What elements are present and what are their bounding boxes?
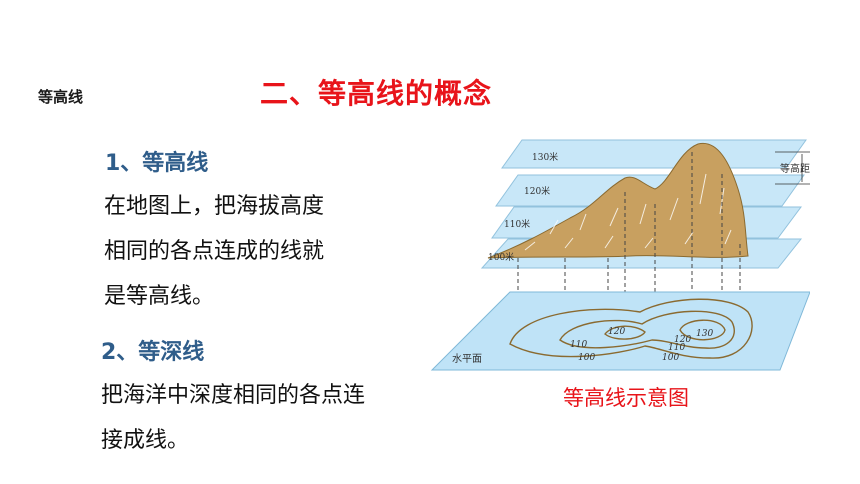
contour-label: 110 [668,343,685,353]
contour-label: 100 [578,353,595,363]
diagram-caption: 等高线示意图 [563,386,689,410]
body-line: 把海洋中深度相同的各点连 [101,383,366,408]
contour-label: 130 [696,329,713,339]
plane-130 [501,139,807,169]
page-title: 二、等高线的概念 [260,77,493,110]
interval-label: 等高距 [780,162,810,175]
contour-label: 120 [674,335,691,345]
base-label: 水平面 [452,353,482,365]
plane-label: 120米 [524,185,550,197]
contour-label: 100 [662,353,679,363]
contour-label: 120 [608,327,625,337]
body-line: 是等高线。 [104,284,215,309]
contour-lines [509,298,753,359]
body-line: 在地图上，把海拔高度 [104,194,325,219]
body-line: 接成线。 [101,428,190,453]
section-body-depth-contour: 把海洋中深度相同的各点连 接成线。 [101,373,365,463]
interval-marker [775,151,810,185]
contour-diagram: 130米 120米 110米 100米 等高距 水平面 120 110 100 … [430,139,810,371]
plane-label: 130米 [532,151,558,163]
section-body-contour-line: 在地图上，把海拔高度 相同的各点连成的线就 是等高线。 [104,184,324,319]
plane-label: 110米 [504,218,530,230]
body-line: 相同的各点连成的线就 [104,239,325,264]
mountain-texture [524,173,732,251]
contour-label: 110 [570,340,587,350]
section-heading-depth-contour: 2、等深线 [101,340,205,365]
plane-label: 100米 [488,251,514,263]
section-heading-contour-line: 1、等高线 [105,151,209,176]
corner-label: 等高线 [38,88,84,106]
